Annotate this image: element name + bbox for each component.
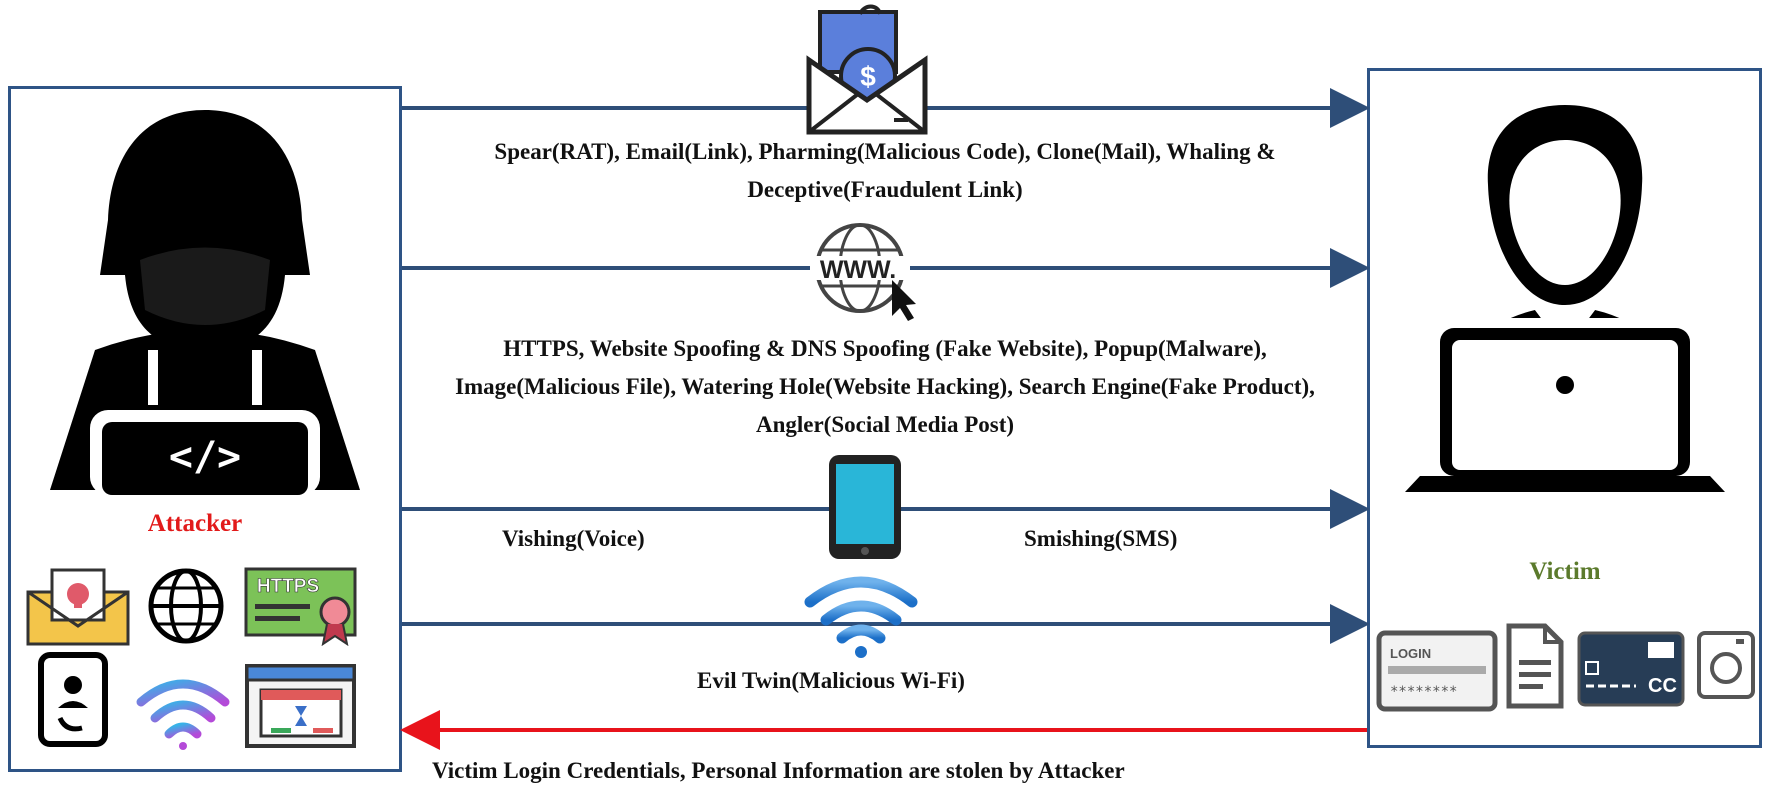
evil-twin-text: Evil Twin(Malicious Wi-Fi) [697, 668, 965, 693]
web-attack-text: HTTPS, Website Spoofing & DNS Spoofing (… [455, 336, 1315, 437]
svg-text:$: $ [860, 61, 876, 92]
document-icon [1506, 623, 1564, 709]
phone-call-icon [38, 652, 108, 747]
malicious-email-icon [26, 568, 130, 646]
camera-icon [1697, 631, 1755, 699]
password-mask-text: ******** [1390, 684, 1457, 700]
credit-card-text: CC [1648, 675, 1677, 697]
victim-label: Victim [1529, 558, 1601, 585]
svg-text:</>: </> [169, 434, 241, 480]
smartphone-icon [829, 455, 901, 559]
hacker-icon: </> [50, 110, 360, 495]
wifi-signal-icon [804, 576, 918, 658]
https-badge-text: HTTPS [257, 576, 319, 597]
result-text: Victim Login Credentials, Personal Infor… [432, 758, 1125, 783]
email-money-icon: $ [806, 4, 928, 135]
https-certificate-icon: HTTPS [244, 567, 357, 646]
web-icon-text: WWW. [820, 256, 896, 284]
attacker-label: Attacker [147, 510, 243, 537]
victim-person-icon [1405, 105, 1725, 492]
web-cursor-icon: WWW. [810, 223, 916, 321]
globe-icon [148, 568, 224, 644]
popup-window-icon [245, 664, 356, 748]
login-card-text: LOGIN [1390, 646, 1431, 661]
email-attack-text: Spear(RAT), Email(Link), Pharming(Malici… [494, 139, 1276, 202]
smishing-text: Smishing(SMS) [1024, 526, 1178, 551]
credit-card-icon: CC [1577, 631, 1685, 707]
wifi-gradient-icon [136, 679, 230, 750]
vishing-text: Vishing(Voice) [502, 526, 645, 551]
login-form-icon: LOGIN ******** [1376, 630, 1498, 712]
